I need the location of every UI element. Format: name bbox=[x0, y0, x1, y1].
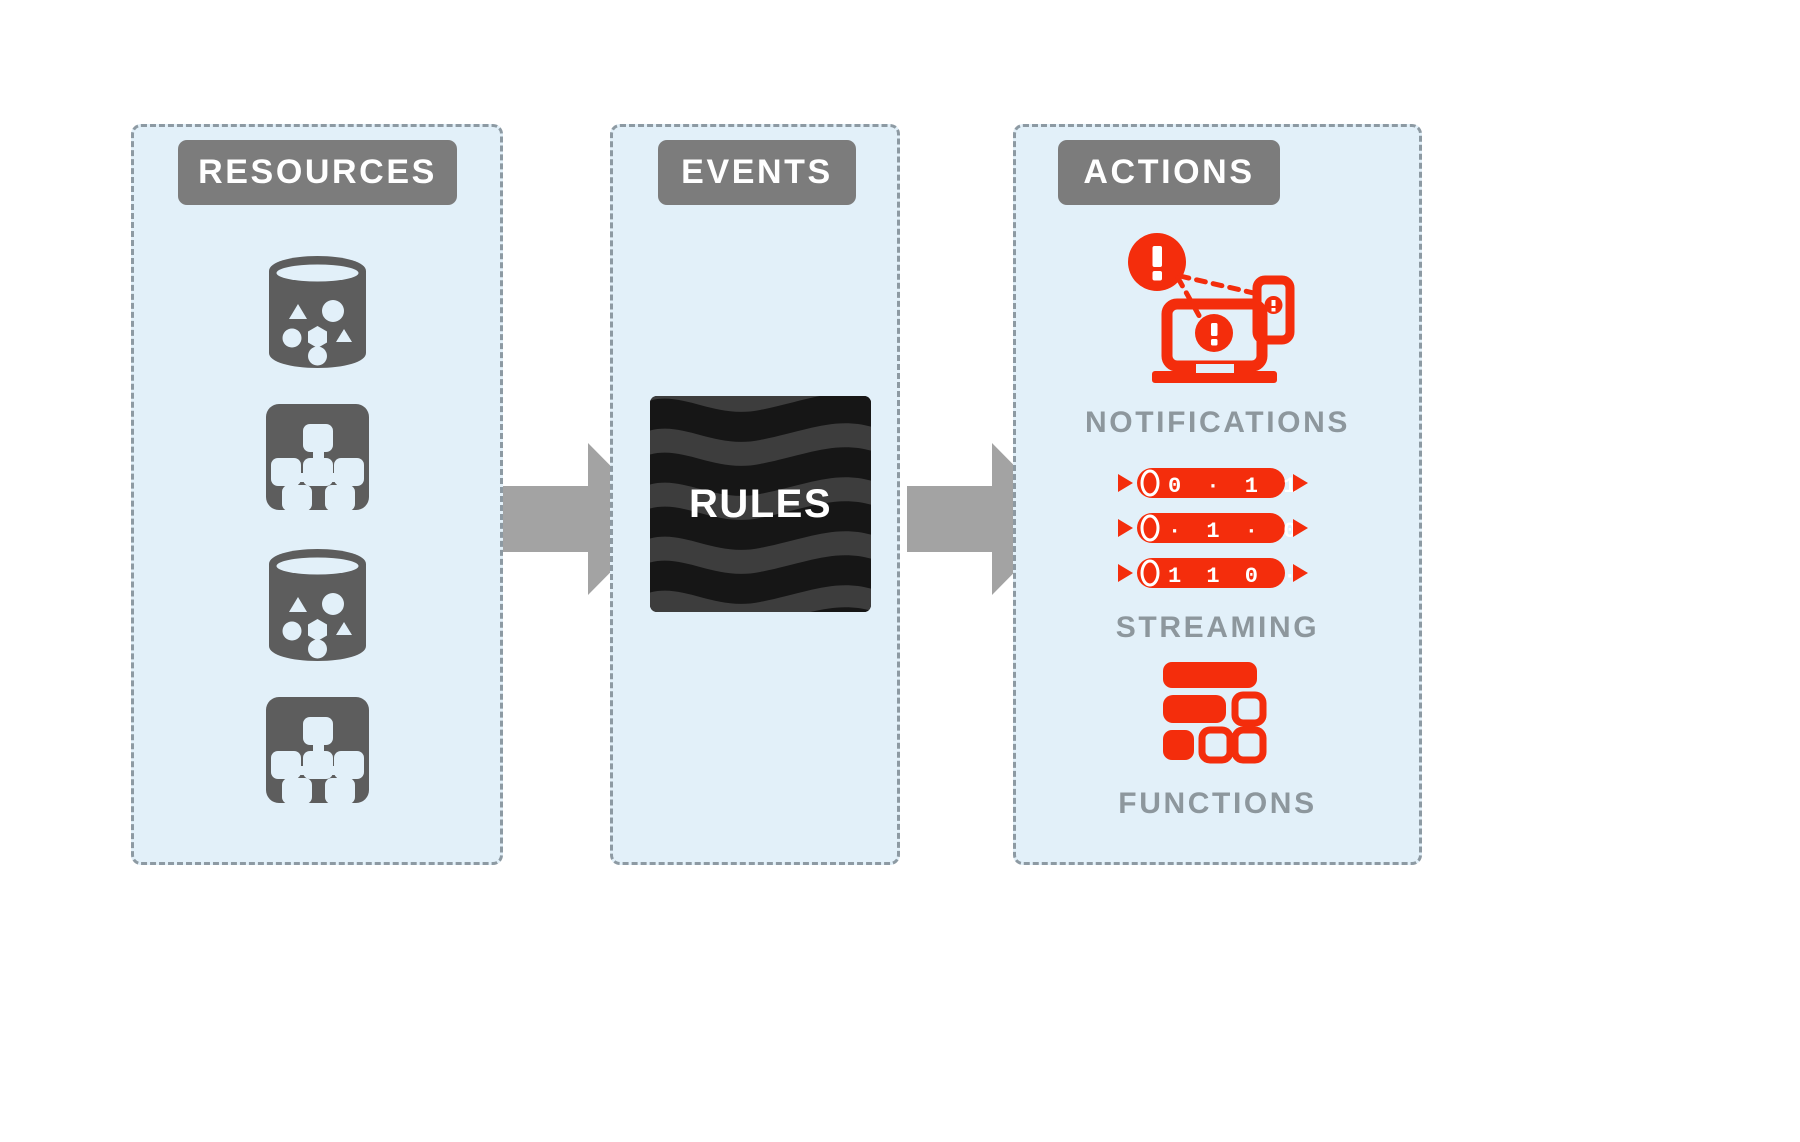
panel-header-actions: ACTIONS bbox=[1058, 140, 1280, 205]
binary-stream-icon: 0 · 1 1 · · 1 · 0 1 1 1 0 · 0 bbox=[1117, 468, 1318, 589]
action-streaming: 0 · 1 1 · · 1 · 0 1 1 1 0 · 0 STREAMING bbox=[1013, 465, 1422, 645]
panel-header-resources: RESOURCES bbox=[178, 140, 457, 205]
database-icon bbox=[265, 255, 370, 369]
action-label-notifications: NOTIFICATIONS bbox=[1085, 406, 1350, 439]
rules-label: RULES bbox=[688, 481, 833, 526]
network-topology-icon bbox=[265, 400, 370, 514]
network-topology-icon bbox=[265, 693, 370, 807]
action-label-streaming: STREAMING bbox=[1115, 611, 1320, 644]
panel-header-events: EVENTS bbox=[658, 140, 856, 205]
rules-box: RULES bbox=[650, 396, 871, 612]
alert-notification-icon bbox=[1127, 233, 1294, 383]
functions-blocks-icon bbox=[1162, 662, 1266, 764]
action-label-functions: FUNCTIONS bbox=[1118, 787, 1317, 820]
database-icon bbox=[265, 548, 370, 662]
wave-pattern-tile bbox=[650, 396, 871, 612]
action-functions: FUNCTIONS bbox=[1013, 660, 1422, 821]
action-notifications: NOTIFICATIONS bbox=[1013, 232, 1422, 440]
